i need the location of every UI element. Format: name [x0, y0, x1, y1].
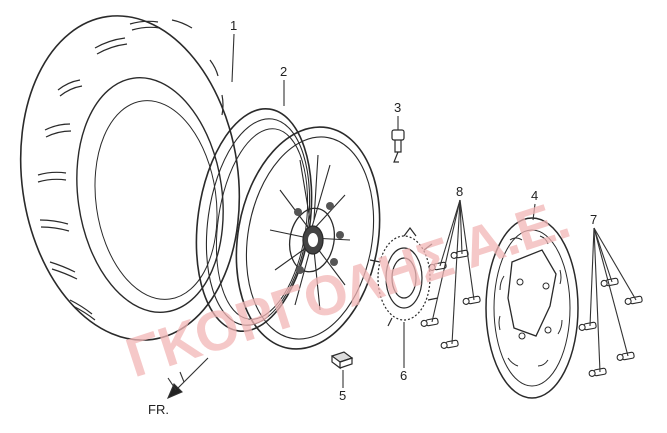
disc-bolts	[578, 277, 643, 377]
balance-weight	[330, 351, 354, 370]
tire	[19, 15, 241, 341]
wheel-hub	[235, 126, 381, 350]
tone-ring	[369, 227, 439, 327]
callout-7: 7	[590, 212, 597, 227]
callout-8: 8	[456, 184, 463, 199]
front-direction-arrow	[166, 357, 209, 400]
callout-5: 5	[339, 388, 346, 403]
leader-lines	[231, 33, 637, 388]
valve	[391, 129, 405, 163]
callout-2: 2	[280, 64, 287, 79]
brake-disc	[485, 217, 579, 399]
direction-label: FR.	[148, 402, 169, 417]
hub-bolts	[420, 249, 481, 349]
callout-3: 3	[394, 100, 401, 115]
callout-1: 1	[230, 18, 237, 33]
callout-4: 4	[531, 188, 538, 203]
callout-6: 6	[400, 368, 407, 383]
